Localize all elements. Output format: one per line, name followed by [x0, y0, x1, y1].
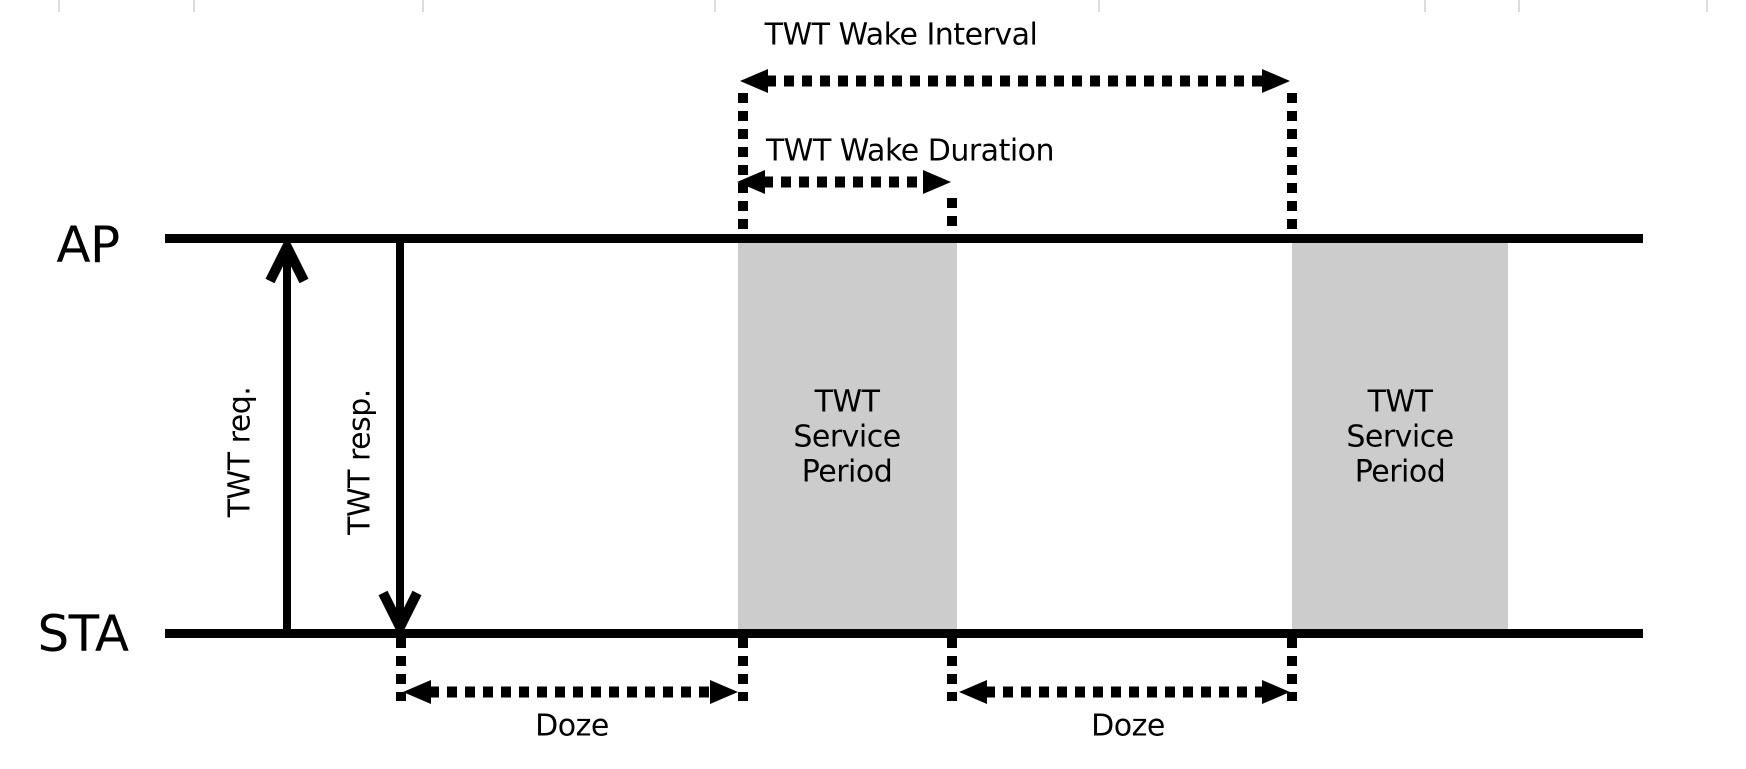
doze-right-label: Doze: [1091, 708, 1165, 744]
service-period-line: TWT: [1367, 384, 1433, 420]
twt-req-label: TWT req.: [222, 386, 258, 518]
twt-req-arrow: [265, 235, 309, 633]
doze-arrow-right: [959, 680, 1290, 704]
twt-resp-label: TWT resp.: [342, 389, 378, 535]
top-tick-mark: [193, 0, 195, 12]
service-period-line: Service: [793, 419, 901, 455]
top-tick-mark: [714, 0, 716, 12]
twt-wake-duration-arrow: [737, 170, 951, 194]
twt-wake-interval-label: TWT Wake Interval: [764, 17, 1038, 53]
top-tick-mark: [1098, 0, 1100, 12]
service-period-line: Period: [1354, 454, 1446, 490]
twt-resp-arrowhead-down: [378, 590, 422, 639]
top-tick-mark: [58, 0, 60, 12]
twt-service-period-box-1: [738, 243, 957, 629]
service-period-line: TWT: [814, 384, 880, 420]
twt-wake-interval-arrow: [740, 69, 1290, 93]
twt-wake-interval-arrowhead-right: [1262, 69, 1290, 93]
top-tick-mark: [422, 0, 424, 12]
sta-timeline-label: STA: [37, 605, 129, 663]
doze-arrow-left: [403, 680, 738, 704]
twt-service-period-label-1: TWT Service Period: [793, 384, 901, 490]
doze-right-arrowhead-right: [1262, 680, 1290, 704]
twt-wake-duration-label: TWT Wake Duration: [765, 133, 1055, 169]
top-tick-mark: [1706, 0, 1708, 12]
ap-timeline-label: AP: [56, 216, 120, 274]
doze-left-label: Doze: [535, 708, 609, 744]
twt-service-period-label-2: TWT Service Period: [1346, 384, 1454, 490]
top-tick-mark: [1424, 0, 1426, 12]
service-period-line: Period: [801, 454, 893, 490]
doze-left-arrowhead-left: [403, 680, 431, 704]
top-tick-mark: [1518, 0, 1520, 12]
sta-timeline-line: [165, 629, 1643, 638]
ap-timeline-line: [165, 234, 1643, 243]
doze-left-arrowhead-right: [710, 680, 738, 704]
doze-right-arrowhead-left: [959, 680, 987, 704]
twt-wake-duration-arrowhead-right: [923, 170, 951, 194]
twt-wake-duration-arrowhead-left: [737, 170, 765, 194]
twt-req-arrowhead-up: [265, 235, 309, 284]
twt-service-period-box-2: [1292, 243, 1508, 629]
twt-resp-arrow: [378, 238, 422, 639]
service-period-line: Service: [1346, 419, 1454, 455]
twt-wake-interval-arrowhead-left: [740, 69, 768, 93]
